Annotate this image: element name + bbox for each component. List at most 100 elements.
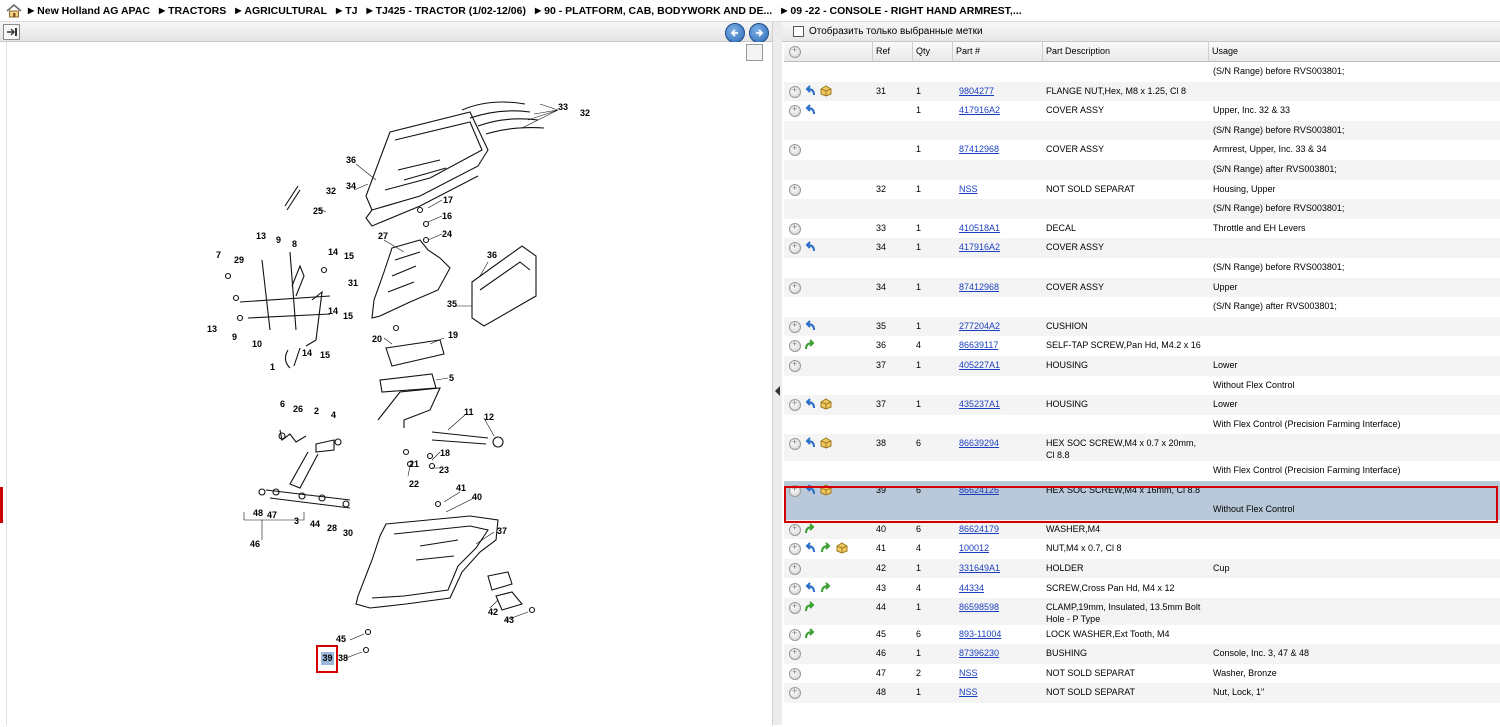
add-to-list-icon[interactable] xyxy=(789,667,801,680)
diagram-callout-label[interactable]: 46 xyxy=(250,539,260,549)
add-to-list-icon[interactable] xyxy=(789,523,801,536)
next-arrow-icon[interactable] xyxy=(749,23,769,43)
add-to-list-icon[interactable] xyxy=(789,686,801,700)
diagram-callout-label[interactable]: 32 xyxy=(326,186,336,196)
breadcrumb-item[interactable]: ▶TRACTORS xyxy=(159,5,226,17)
diagram-callout-label[interactable]: 8 xyxy=(292,239,297,249)
diagram-callout-label[interactable]: 7 xyxy=(216,250,221,260)
forward-arrow-icon[interactable] xyxy=(804,627,816,640)
cell-part-number[interactable]: 405227A1 xyxy=(959,360,1001,370)
cell-part-number[interactable]: 331649A1 xyxy=(959,562,1001,573)
diagram-callout-label[interactable]: 15 xyxy=(344,251,354,261)
table-row[interactable]: (S/N Range) after RVS003801; xyxy=(784,297,1500,317)
add-to-list-icon[interactable] xyxy=(789,562,801,575)
diagram-callout-label[interactable]: 29 xyxy=(234,255,244,265)
return-arrow-icon[interactable] xyxy=(804,84,816,97)
diagram-callout-label[interactable]: 5 xyxy=(449,373,454,383)
col-usage[interactable]: Usage xyxy=(1208,42,1500,61)
add-to-list-icon[interactable] xyxy=(789,183,801,196)
add-to-list-icon[interactable] xyxy=(789,601,801,615)
add-to-list-icon[interactable] xyxy=(789,85,801,98)
diagram-fit-icon[interactable] xyxy=(746,44,763,61)
table-row[interactable]: (S/N Range) before RVS003801; xyxy=(784,199,1500,219)
diagram-callout-label[interactable]: 48 xyxy=(253,508,263,518)
diagram-callout-label[interactable]: 41 xyxy=(456,483,466,493)
cell-part-number[interactable]: NSS xyxy=(959,667,978,678)
breadcrumb-item[interactable]: ▶TJ xyxy=(336,5,357,17)
cell-part-number[interactable]: 86639117 xyxy=(959,340,999,351)
diagram-callout-label[interactable]: 28 xyxy=(327,523,337,533)
cell-part-number[interactable]: 86639294 xyxy=(959,438,1000,449)
package-icon[interactable] xyxy=(836,542,848,554)
return-arrow-icon[interactable] xyxy=(804,398,816,410)
export-icon[interactable] xyxy=(3,24,20,40)
diagram-callout-selected[interactable]: 39 xyxy=(316,645,338,673)
forward-arrow-icon[interactable] xyxy=(804,339,816,351)
add-to-list-icon[interactable] xyxy=(789,320,801,333)
diagram-callout-label[interactable]: 15 xyxy=(343,311,353,321)
cell-part-number[interactable]: 87412968 xyxy=(959,281,1000,292)
diagram-callout-label[interactable]: 1 xyxy=(270,362,275,372)
diagram-callout-label[interactable]: 16 xyxy=(442,211,452,221)
cell-part-number[interactable]: 44334 xyxy=(959,582,985,593)
col-part-number[interactable]: Part # xyxy=(952,42,1042,61)
return-arrow-icon[interactable] xyxy=(804,320,816,332)
diagram-callout-label[interactable]: 42 xyxy=(488,607,498,617)
cell-part-number[interactable]: 417916A2 xyxy=(959,105,1001,116)
diagram-callout-label[interactable]: 13 xyxy=(256,231,266,241)
diagram-callout-label[interactable]: 32 xyxy=(580,108,590,118)
breadcrumb-item[interactable]: ▶AGRICULTURAL xyxy=(235,5,327,17)
diagram-callout-label[interactable]: 36 xyxy=(487,250,497,260)
col-qty[interactable]: Qty xyxy=(912,42,952,61)
collapse-left-arrow-icon[interactable] xyxy=(775,386,780,396)
diagram-callout-label[interactable]: 21 xyxy=(409,459,419,469)
diagram-callout-label[interactable]: 36 xyxy=(346,155,356,165)
add-to-list-icon[interactable] xyxy=(789,359,801,372)
cell-part-number[interactable]: 435237A1 xyxy=(959,399,1001,410)
previous-arrow-icon[interactable] xyxy=(725,23,745,43)
cell-part-number[interactable]: 86598598 xyxy=(959,602,1000,613)
return-arrow-icon[interactable] xyxy=(804,542,816,554)
forward-arrow-icon[interactable] xyxy=(820,542,832,554)
diagram-callout-label[interactable]: 6 xyxy=(280,399,285,409)
cell-part-number[interactable]: 86624126 xyxy=(959,484,1000,495)
forward-arrow-icon[interactable] xyxy=(804,601,816,613)
package-icon[interactable] xyxy=(820,437,832,449)
return-arrow-icon[interactable] xyxy=(804,483,816,496)
cell-part-number[interactable]: NSS xyxy=(959,687,978,698)
breadcrumb-item[interactable]: ▶TJ425 - TRACTOR (1/02-12/06) xyxy=(366,5,526,17)
add-to-list-icon[interactable] xyxy=(789,437,801,451)
show-selected-only-checkbox[interactable] xyxy=(793,26,804,37)
diagram-callout-label[interactable]: 2 xyxy=(314,406,319,416)
diagram-callout-label[interactable]: 4 xyxy=(331,410,336,420)
add-to-list-icon[interactable] xyxy=(789,143,801,157)
cell-part-number[interactable]: 100012 xyxy=(959,543,990,554)
cell-part-number[interactable]: NSS xyxy=(959,183,978,194)
diagram-callout-label[interactable]: 43 xyxy=(504,615,514,625)
add-to-list-icon[interactable] xyxy=(789,647,801,661)
diagram-callout-label[interactable]: 35 xyxy=(447,299,457,309)
diagram-callout-label[interactable]: 14 xyxy=(302,348,312,358)
diagram-callout-label[interactable]: 47 xyxy=(267,510,277,520)
diagram-callout-label[interactable]: 9 xyxy=(232,332,237,342)
return-arrow-icon[interactable] xyxy=(804,437,816,449)
col-ref[interactable]: Ref xyxy=(872,42,912,61)
cell-part-number[interactable]: 410518A1 xyxy=(959,222,1001,233)
package-icon[interactable] xyxy=(820,85,832,97)
diagram-callout-label[interactable]: 10 xyxy=(252,339,262,349)
diagram-callout-label[interactable]: 19 xyxy=(448,330,458,340)
diagram-callout-label[interactable]: 26 xyxy=(293,404,303,414)
